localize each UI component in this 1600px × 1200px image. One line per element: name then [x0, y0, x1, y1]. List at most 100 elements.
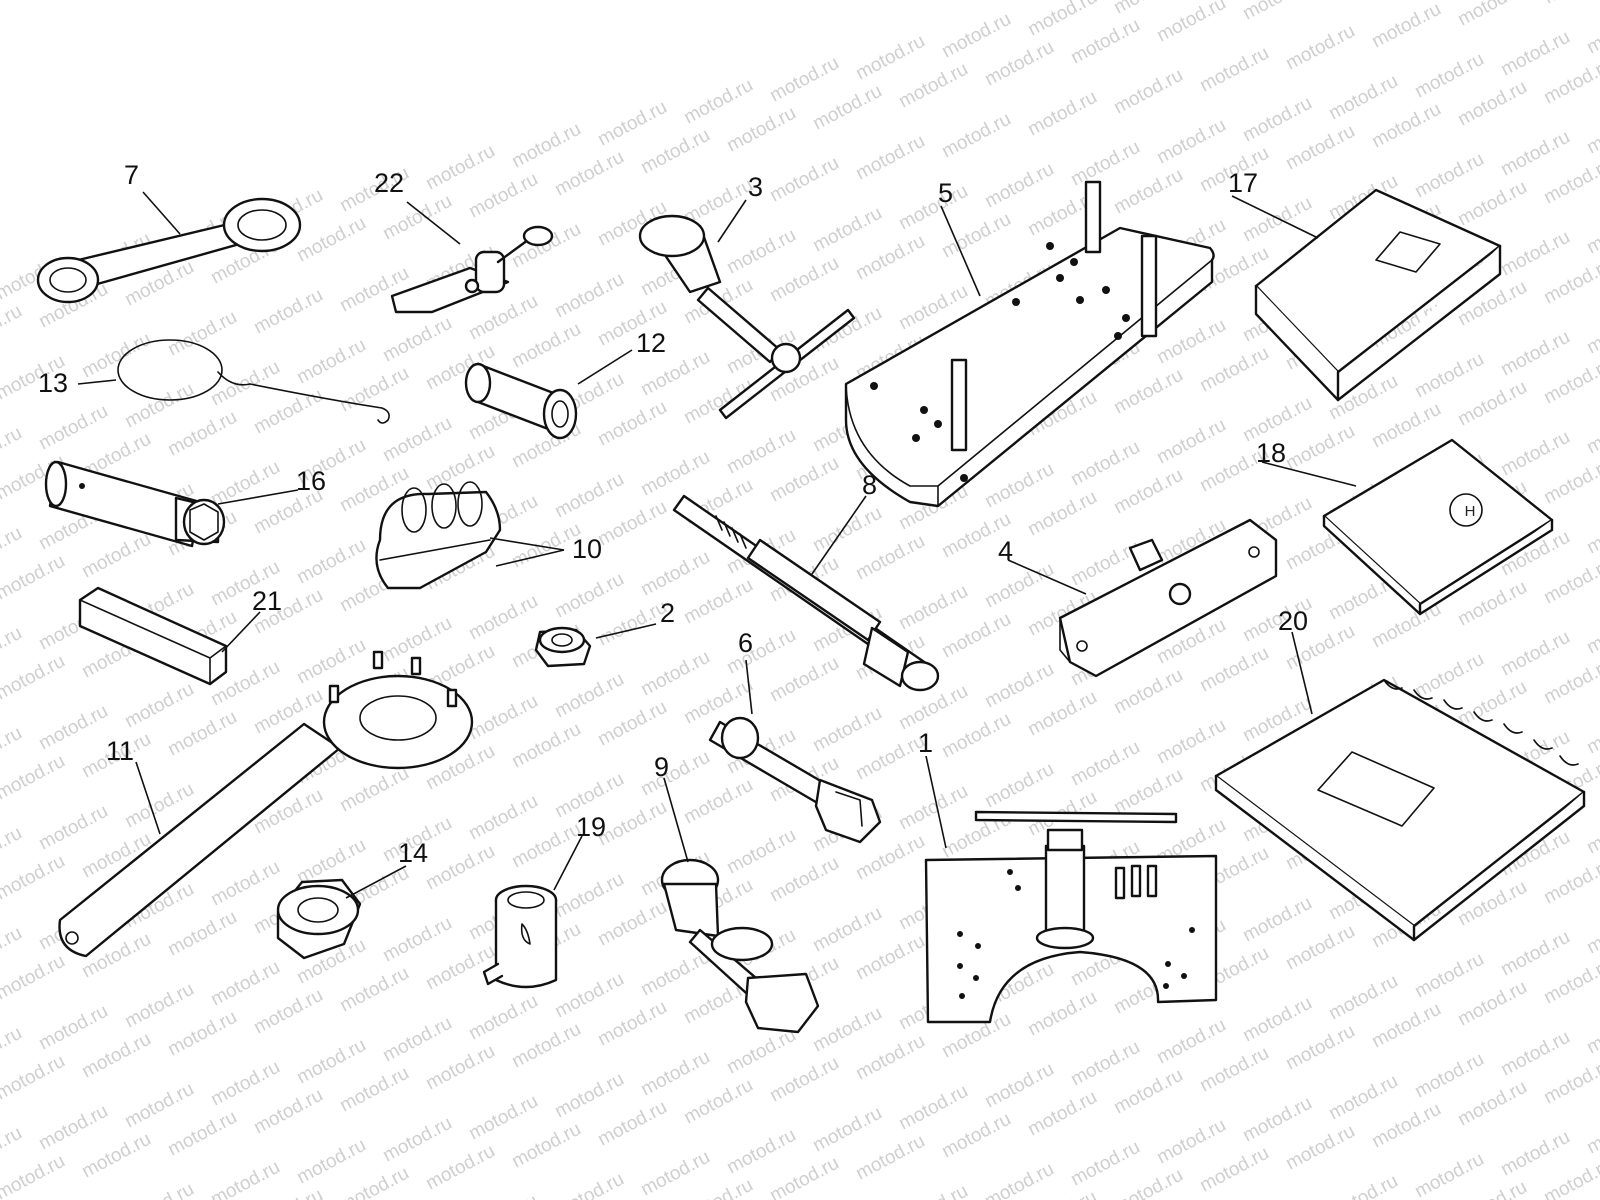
watermark-text: motod.ru: [1024, 1087, 1100, 1141]
watermark-text: motod.ru: [164, 1007, 240, 1061]
watermark-text: motod.ru: [723, 225, 799, 279]
callout-2: 2: [660, 598, 675, 628]
callout-12: 12: [636, 328, 666, 358]
watermark-text: motod.ru: [723, 625, 799, 679]
watermark-text: motod.ru: [551, 469, 627, 523]
watermark-text: motod.ru: [121, 1079, 197, 1133]
watermark-text: motod.ru: [1497, 627, 1573, 681]
watermark-text: motod.ru: [0, 723, 26, 777]
watermark-text: motod.ru: [1067, 137, 1143, 191]
watermark-text: motod.ru: [1110, 765, 1186, 819]
watermark-text: motod.ru: [1067, 437, 1143, 491]
watermark-text: motod.ru: [1110, 365, 1186, 419]
ring-with-hook-drawing: [117, 339, 390, 424]
watermark-text: motod.ru: [637, 747, 713, 801]
callout-1: 1: [918, 728, 933, 758]
callout-5: 5: [938, 178, 953, 208]
watermark-text: motod.ru: [1583, 5, 1600, 59]
watermark-text: motod.ru: [0, 523, 26, 577]
booklet-emblem: H: [1465, 503, 1476, 520]
watermark-text: motod.ru: [0, 1023, 26, 1077]
watermark-text: motod.ru: [1153, 1115, 1229, 1169]
callout-18: 18: [1256, 438, 1286, 468]
watermark-text: motod.ru: [766, 53, 842, 107]
watermark-text: motod.ru: [895, 1081, 971, 1135]
watermark-text: motod.ru: [465, 291, 541, 345]
watermark-text: motod.ru: [637, 547, 713, 601]
watermark-text: motod.ru: [1368, 999, 1444, 1053]
watermark-text: motod.ru: [1110, 1165, 1186, 1200]
watermark-text: motod.ru: [1239, 893, 1315, 947]
engine-mounting-plate-drawing: [844, 180, 1215, 508]
watermark-text: motod.ru: [766, 653, 842, 707]
watermark-text: motod.ru: [1368, 399, 1444, 453]
watermark-text: motod.ru: [938, 109, 1014, 163]
watermark-text: motod.ru: [1368, 1099, 1444, 1153]
watermark-text: motod.ru: [250, 285, 326, 339]
watermark-text: motod.ru: [938, 9, 1014, 63]
watermark-text: motod.ru: [0, 651, 69, 705]
watermark-text: motod.ru: [336, 363, 412, 417]
watermark-text: motod.ru: [594, 997, 670, 1051]
watermark-text: motod.ru: [895, 681, 971, 735]
watermark-text: motod.ru: [1583, 1005, 1600, 1059]
watermark-text: motod.ru: [422, 141, 498, 195]
sleeve-tool-drawing: [464, 362, 578, 440]
watermark-text: motod.ru: [852, 231, 928, 285]
watermark-text: motod.ru: [594, 497, 670, 551]
watermark-text: motod.ru: [1411, 349, 1487, 403]
watermark-text: motod.ru: [852, 1131, 928, 1185]
watermark-text: motod.ru: [551, 669, 627, 723]
watermark-text: motod.ru: [1110, 65, 1186, 119]
watermark-text: motod.ru: [422, 1041, 498, 1095]
watermark-text: motod.ru: [1411, 149, 1487, 203]
watermark-text: motod.ru: [1153, 315, 1229, 369]
watermark-text: motod.ru: [250, 385, 326, 439]
watermark-text: motod.ru: [1368, 0, 1444, 52]
callout-10: 10: [572, 534, 602, 564]
watermark-text: motod.ru: [164, 307, 240, 361]
watermark-text: motod.ru: [1583, 105, 1600, 159]
watermark-text: motod.ru: [723, 1025, 799, 1079]
watermark-text: motod.ru: [637, 447, 713, 501]
watermark-text: motod.ru: [766, 253, 842, 307]
watermark-text: motod.ru: [1454, 677, 1530, 731]
watermark-text: motod.ru: [1239, 193, 1315, 247]
watermark-text: motod.ru: [981, 37, 1057, 91]
watermark-text: motod.ru: [723, 1125, 799, 1179]
watermark-text: motod.ru: [1325, 1171, 1401, 1200]
watermark-text: motod.ru: [0, 301, 26, 355]
callout-17: 17: [1228, 168, 1258, 198]
watermark-text: motod.ru: [1239, 1093, 1315, 1147]
watermark-text: motod.ru: [1325, 1071, 1401, 1125]
callout-6: 6: [738, 628, 753, 658]
watermark-text: motod.ru: [1497, 427, 1573, 481]
watermark-text: motod.ru: [1540, 855, 1600, 909]
watermark-text: motod.ru: [1153, 115, 1229, 169]
watermark-text: motod.ru: [1067, 15, 1143, 69]
watermark-text: motod.ru: [508, 119, 584, 173]
callout-14: 14: [398, 838, 428, 868]
watermark-text: motod.ru: [895, 1181, 971, 1200]
watermark-text: motod.ru: [981, 1159, 1057, 1200]
watermark-text: motod.ru: [1325, 71, 1401, 125]
watermark-text: motod.ru: [465, 691, 541, 745]
watermark-text: motod.ru: [207, 857, 283, 911]
watermark-text: motod.ru: [895, 59, 971, 113]
watermark-text: motod.ru: [0, 923, 26, 977]
watermark-text: motod.ru: [895, 181, 971, 235]
callout-numbers: 7 22 3 5 17 13 12 16 10 8 18 4 21 2 6 20…: [38, 160, 1308, 868]
watermark-text: motod.ru: [508, 819, 584, 873]
watermark-text: motod.ru: [680, 575, 756, 629]
watermark-text: motod.ru: [1153, 1015, 1229, 1069]
callout-7: 7: [124, 160, 139, 190]
watermark-text: motod.ru: [1196, 1143, 1272, 1197]
watermark-text: motod.ru: [0, 1123, 26, 1177]
watermark-text: motod.ru: [78, 329, 154, 383]
watermark-text: motod.ru: [207, 1157, 283, 1200]
watermark-text: motod.ru: [680, 75, 756, 129]
watermark-text: motod.ru: [723, 103, 799, 157]
watermark-text: motod.ru: [551, 147, 627, 201]
watermark-text: motod.ru: [1110, 465, 1186, 519]
